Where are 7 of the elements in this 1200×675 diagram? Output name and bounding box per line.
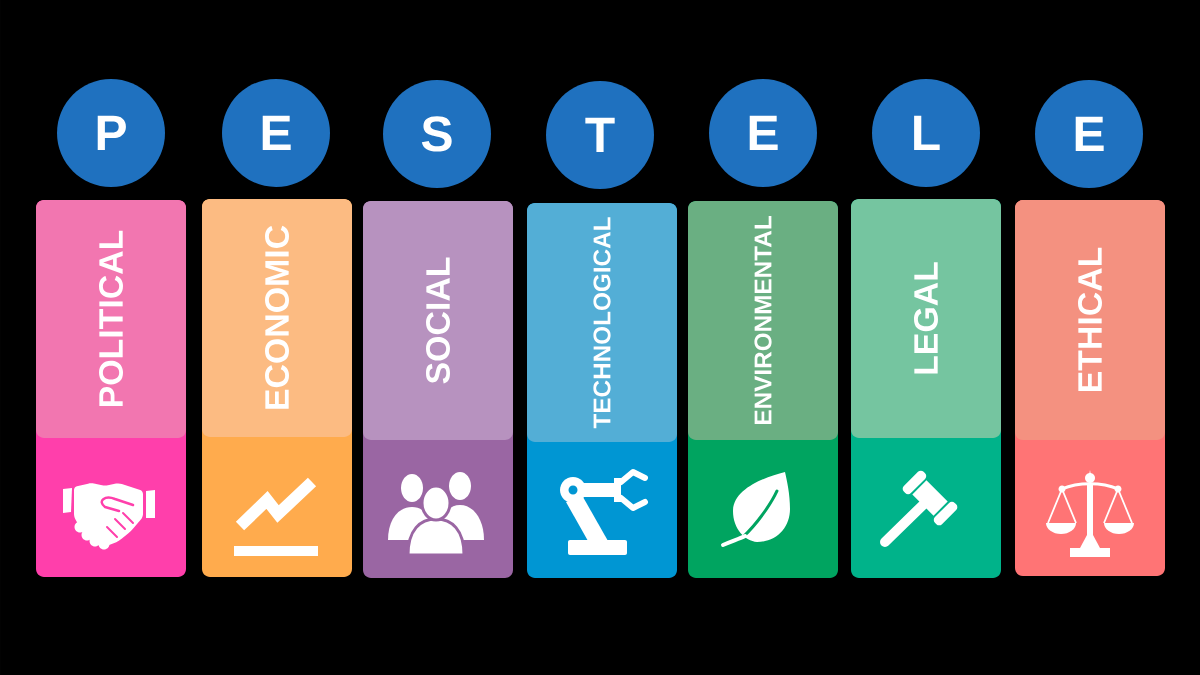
- category-panel: LEGAL: [851, 199, 1001, 578]
- category-panel: SOCIAL: [363, 201, 513, 578]
- category-panel: TECHNOLOGICAL: [527, 203, 677, 578]
- category-panel: ENVIRONMENTAL: [688, 201, 838, 578]
- category-panel: ECONOMIC: [202, 199, 352, 577]
- category-panel: POLITICAL: [36, 200, 186, 577]
- category-panel: ETHICAL: [1015, 200, 1165, 576]
